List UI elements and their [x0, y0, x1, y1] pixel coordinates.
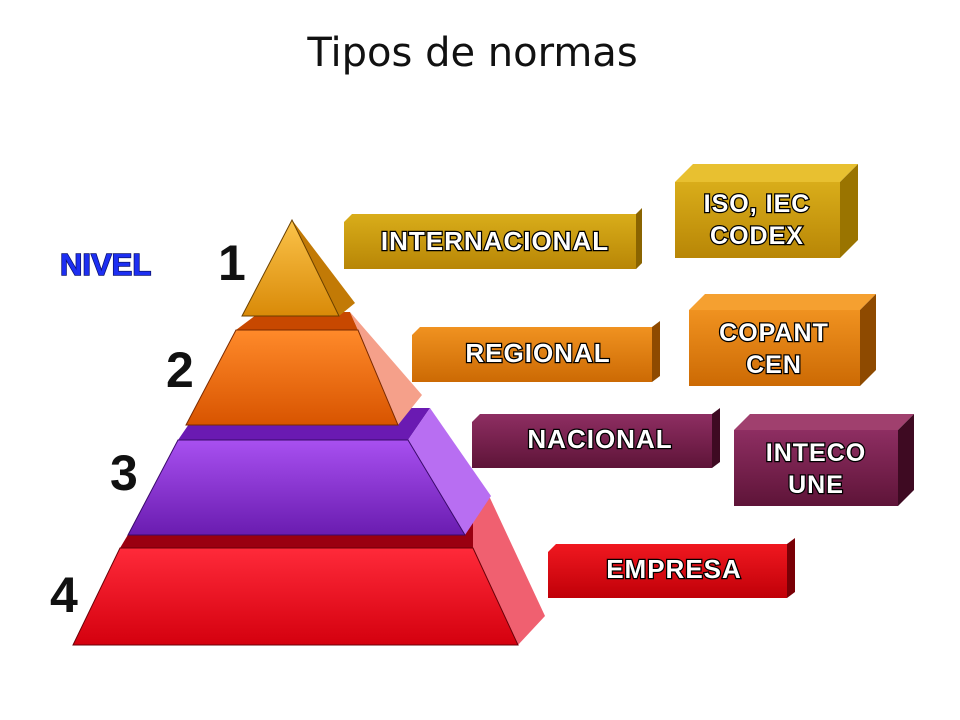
level-label-national-text: NACIONAL — [527, 424, 672, 454]
standards-box-regional-line2: CEN — [746, 351, 802, 379]
standards-box-regional-line1: COPANT — [719, 319, 829, 347]
level-number-1: 1 — [218, 235, 246, 291]
standards-box-international: ISO, IEC CODEX — [675, 164, 858, 258]
standards-box-international-line2: CODEX — [710, 222, 804, 250]
level-number-3: 3 — [110, 445, 138, 501]
pyramid-level-3 — [127, 408, 491, 536]
level-label-regional: REGIONAL — [412, 321, 660, 382]
level-label-regional-text: REGIONAL — [465, 338, 610, 368]
level-label-national: NACIONAL — [472, 408, 720, 468]
standards-box-regional: COPANT CEN — [689, 294, 876, 386]
level-number-4: 4 — [50, 567, 78, 623]
level-number-2: 2 — [166, 342, 194, 398]
standards-box-national-line2: UNE — [788, 471, 844, 499]
level-label-international-text: INTERNACIONAL — [381, 226, 609, 256]
nivel-label: NIVEL — [60, 247, 151, 282]
level-label-company-text: EMPRESA — [606, 554, 742, 584]
pyramid-level-2 — [185, 312, 422, 426]
standards-box-national: INTECO UNE — [734, 414, 914, 506]
page-title: Tipos de normas — [307, 30, 638, 76]
level-label-international: INTERNACIONAL — [344, 208, 642, 269]
level-label-company: EMPRESA — [548, 538, 795, 598]
standards-box-international-line1: ISO, IEC — [704, 190, 811, 218]
pyramid-level-1 — [241, 218, 355, 317]
standards-box-national-line1: INTECO — [766, 439, 866, 467]
